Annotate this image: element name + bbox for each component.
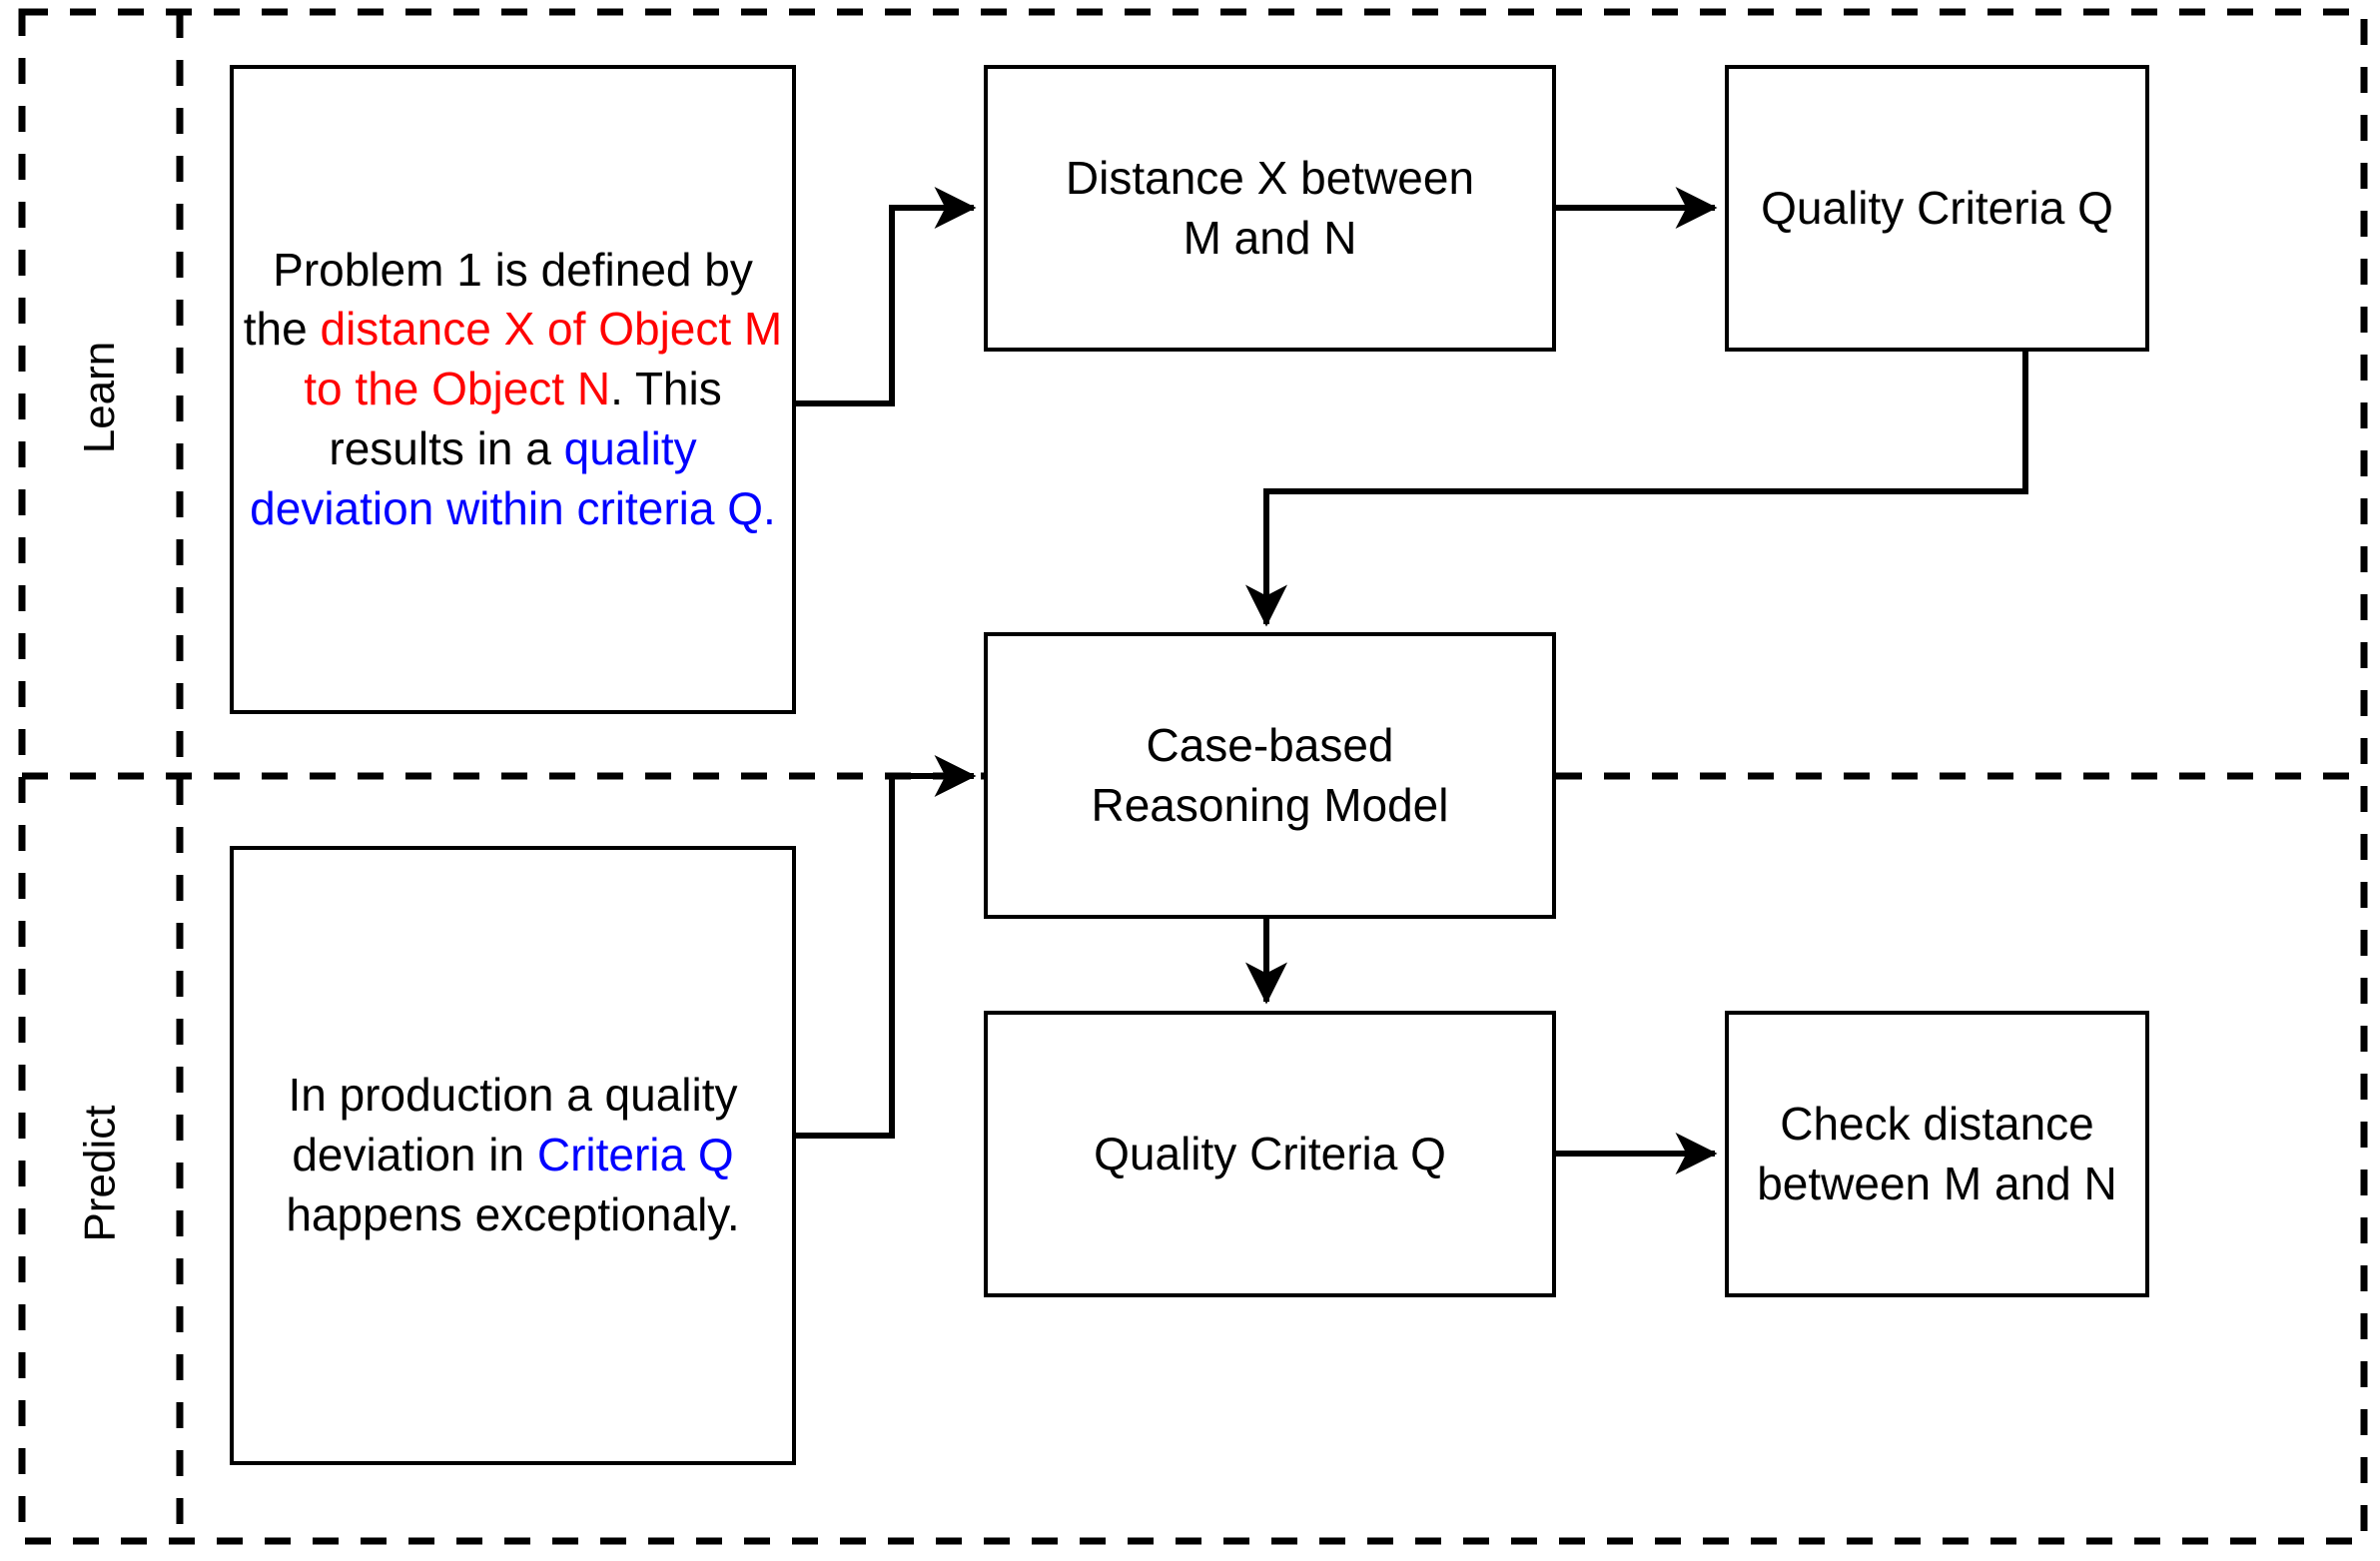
quality-criteria-bottom-text: Quality Criteria Q [988,1125,1552,1184]
quality-criteria-top-text: Quality Criteria Q [1729,179,2145,239]
swimlane-label-learn: Learn [75,341,124,454]
cbr-model-line-1: Case-based [1146,718,1394,771]
check-distance-line-1: Check distance [1780,1097,2094,1150]
prediction-statement-seg-2: happens exceptionaly. [286,1187,740,1240]
distance-x-line-1: Distance X between [1065,151,1475,204]
quality-criteria-top-line-1: Quality Criteria Q [1761,181,2113,234]
distance-x-line-2: M and N [1183,211,1357,264]
prediction-statement-seg-0: In production a quality deviation in [288,1069,738,1181]
node-cbr-model[interactable]: Case-based Reasoning Model [984,632,1556,919]
node-distance-x[interactable]: Distance X between M and N [984,65,1556,352]
problem-statement-seg-3: quality deviation within criteria Q. [250,421,776,534]
node-prediction-statement[interactable]: In production a quality deviation in Cri… [230,846,796,1465]
node-quality-criteria-top[interactable]: Quality Criteria Q [1725,65,2149,352]
check-distance-text: Check distance between M and N [1729,1095,2145,1214]
node-problem-statement[interactable]: Problem 1 is defined by the distance X o… [230,65,796,714]
node-quality-criteria-bottom[interactable]: Quality Criteria Q [984,1011,1556,1297]
swimlane-outer-frame [18,8,2368,1545]
prediction-statement-seg-1: Criteria Q [536,1129,734,1181]
problem-statement-text: Problem 1 is defined by the distance X o… [234,241,792,539]
cbr-model-text: Case-based Reasoning Model [988,716,1552,836]
prediction-statement-text: In production a quality deviation in Cri… [234,1066,792,1244]
check-distance-line-2: between M and N [1757,1157,2117,1209]
cbr-model-line-2: Reasoning Model [1091,778,1449,831]
problem-statement-seg-0: Problem 1 is defined by the [243,243,753,356]
edge-quality-to-cbr [1245,352,2028,627]
problem-statement-seg-1: distance X of Object M to the Object N [304,303,783,415]
problem-statement-seg-2: . This results in a [329,363,722,474]
node-check-distance[interactable]: Check distance between M and N [1725,1011,2149,1297]
distance-x-text: Distance X between M and N [988,149,1552,269]
swimlane-label-predict: Predict [75,1105,125,1242]
edge-prediction-to-cbr [796,755,977,1139]
quality-criteria-bottom-line-1: Quality Criteria Q [1094,1127,1446,1179]
edge-problem-to-distance [796,187,977,406]
